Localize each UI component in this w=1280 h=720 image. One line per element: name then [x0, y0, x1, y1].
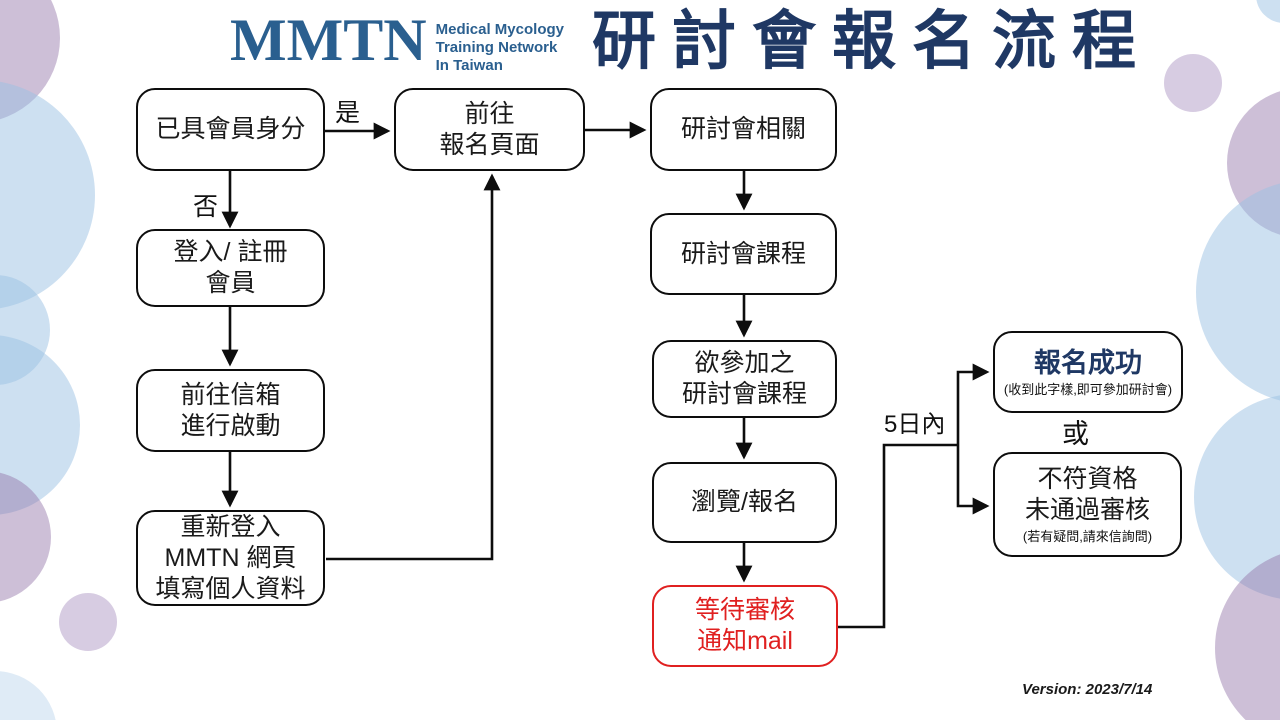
node-relogin-fill: 重新登入 MMTN 網頁 填寫個人資料	[136, 510, 325, 606]
node-browse-register: 瀏覽/報名	[652, 462, 837, 543]
node-course-to-join: 欲參加之 研討會課程	[652, 340, 837, 418]
connector-review-branch	[838, 443, 958, 629]
decor-circle-topleft-blue	[0, 80, 95, 310]
decor-circle-topright-blue	[1256, 0, 1280, 23]
logo-tagline-line1: Medical Mycology	[435, 21, 564, 38]
node-not-qualified: 不符資格 未通過審核 (若有疑問,請來信詢問)	[993, 452, 1182, 557]
decor-circle-bottomright-purple	[1215, 548, 1280, 720]
mmtn-logo: MMTN Medical Mycology Training Network I…	[230, 7, 564, 75]
logo-tagline-line3: In Taiwan	[435, 57, 503, 74]
decor-circle-bottomleft-blue	[0, 671, 57, 720]
label-yes: 是	[335, 99, 361, 127]
arrow-branch-to-success	[956, 363, 990, 445]
node-login-register: 登入/ 註冊 會員	[136, 229, 325, 307]
node-waiting-review: 等待審核 通知mail	[652, 585, 838, 667]
logo-tagline: Medical Mycology Training Network In Tai…	[436, 21, 564, 75]
connector-relogin-to-gotoreg	[326, 173, 501, 561]
logo-tagline-line2: Training Network	[435, 39, 558, 56]
node-goto-registration: 前往 報名頁面	[394, 88, 585, 171]
version-text: Version: 2023/7/14	[1022, 681, 1153, 698]
label-or: 或	[1062, 419, 1089, 449]
decor-circle-right-blue-upper	[1196, 180, 1280, 404]
label-no: 否	[193, 193, 219, 221]
decor-circle-topright-lavender	[1164, 54, 1222, 112]
arrow-branch-to-fail	[956, 445, 990, 515]
node-mailbox-activate: 前往信箱 進行啟動	[136, 369, 325, 452]
label-within-5-days: 5日內	[884, 411, 946, 438]
node-seminar-related: 研討會相關	[650, 88, 837, 171]
decor-circle-left-lavender	[59, 593, 117, 651]
node-seminar-course: 研討會課程	[650, 213, 837, 295]
node-member-status: 已具會員身分	[136, 88, 325, 171]
node-registration-success: 報名成功 (收到此字樣,即可參加研討會)	[993, 331, 1183, 413]
page-title: 研討會報名流程	[592, 5, 1152, 77]
logo-acronym: MMTN	[230, 7, 427, 73]
